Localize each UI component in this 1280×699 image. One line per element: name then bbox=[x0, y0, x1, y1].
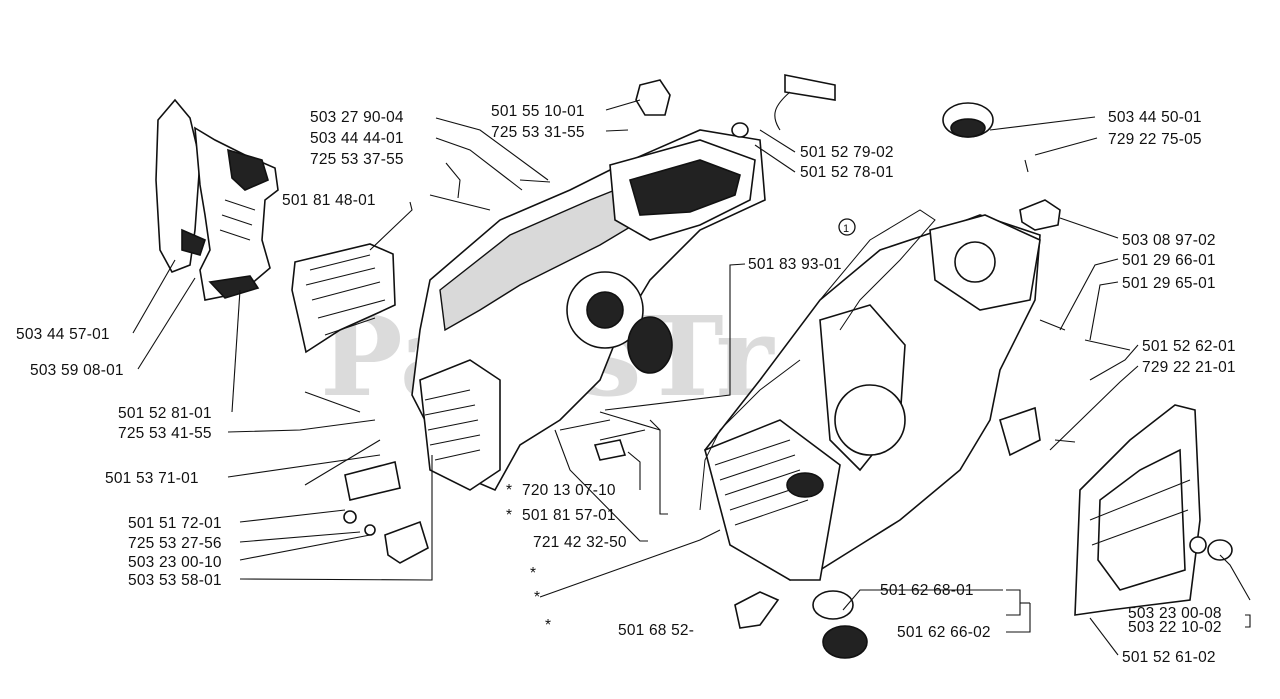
label-starter-cover: 501 52 61-02 bbox=[1122, 649, 1216, 666]
label-pin-2: 501 81 57-01 bbox=[522, 507, 616, 524]
callout-marker: 1 bbox=[838, 218, 856, 236]
label-screw-top: 725 53 37-55 bbox=[310, 151, 404, 168]
leader-lines bbox=[132, 99, 1251, 656]
label-bracket-left: 503 53 58-01 bbox=[128, 572, 222, 589]
guide-bar-cover-drawing bbox=[155, 98, 279, 301]
label-filter-cup: 503 44 50-01 bbox=[1108, 109, 1202, 126]
crankcase-right-drawing bbox=[704, 214, 1041, 581]
label-damper-1: 503 23 00-08 bbox=[1128, 605, 1222, 622]
label-spring-2: 501 29 65-01 bbox=[1122, 275, 1216, 292]
label-grommet: 501 52 78-01 bbox=[800, 164, 894, 181]
label-plug-top-2: 503 44 44-01 bbox=[310, 130, 404, 147]
part-number-labels: 503 44 57-01 503 59 08-01 501 52 81-01 7… bbox=[16, 103, 1236, 666]
label-spring-1: 501 29 66-01 bbox=[1122, 252, 1216, 269]
label-screw-left-1: 501 52 81-01 bbox=[118, 405, 212, 422]
label-fuel-cap: 501 62 66-02 bbox=[897, 624, 991, 641]
label-screw-cap: 725 53 31-55 bbox=[491, 124, 585, 141]
label-asterisk-3: * bbox=[530, 565, 536, 582]
label-asterisk-4: * bbox=[534, 589, 540, 606]
gasket-drawing bbox=[699, 209, 936, 511]
label-screw-right-2: 729 22 21-01 bbox=[1142, 359, 1236, 376]
label-fuel-cap-seal: 501 62 68-01 bbox=[880, 582, 974, 599]
label-gasket: 501 83 93-01 bbox=[748, 256, 842, 273]
label-asterisk-1: * bbox=[506, 482, 512, 499]
label-damper-2: 503 22 10-02 bbox=[1128, 619, 1222, 636]
side-plate-drawing bbox=[291, 243, 396, 354]
label-screw-small: 729 22 75-05 bbox=[1108, 131, 1202, 148]
svg-text:1: 1 bbox=[843, 223, 849, 235]
label-clip: 503 08 97-02 bbox=[1122, 232, 1216, 249]
label-pin-3: 721 42 32-50 bbox=[533, 534, 627, 551]
starter-cover-drawing bbox=[1074, 404, 1201, 616]
label-screw-right-1: 501 52 62-01 bbox=[1142, 338, 1236, 355]
label-bolt-left: 501 53 71-01 bbox=[105, 470, 199, 487]
crankcase-left-drawing bbox=[411, 129, 766, 492]
label-nut-1: 503 23 00-10 bbox=[128, 554, 222, 571]
label-washer-1: 501 51 72-01 bbox=[128, 515, 222, 532]
label-plug-top-1: 503 27 90-04 bbox=[310, 109, 404, 126]
label-guide-bar-cover-inner: 503 59 08-01 bbox=[30, 362, 124, 379]
label-pin-1: 720 13 07-10 bbox=[522, 482, 616, 499]
label-plate-left: 501 81 48-01 bbox=[282, 192, 376, 209]
label-connector: 501 52 79-02 bbox=[800, 144, 894, 161]
label-crankcase-set: 501 68 52- bbox=[618, 622, 694, 639]
label-asterisk-2: * bbox=[506, 507, 512, 524]
label-asterisk-5: * bbox=[545, 617, 551, 634]
label-cap-top: 501 55 10-01 bbox=[491, 103, 585, 120]
small-parts-drawing bbox=[304, 74, 1233, 659]
label-screw-3: 725 53 27-56 bbox=[128, 535, 222, 552]
label-guide-bar-cover-outer: 503 44 57-01 bbox=[16, 326, 110, 343]
label-screw-left-2: 725 53 41-55 bbox=[118, 425, 212, 442]
